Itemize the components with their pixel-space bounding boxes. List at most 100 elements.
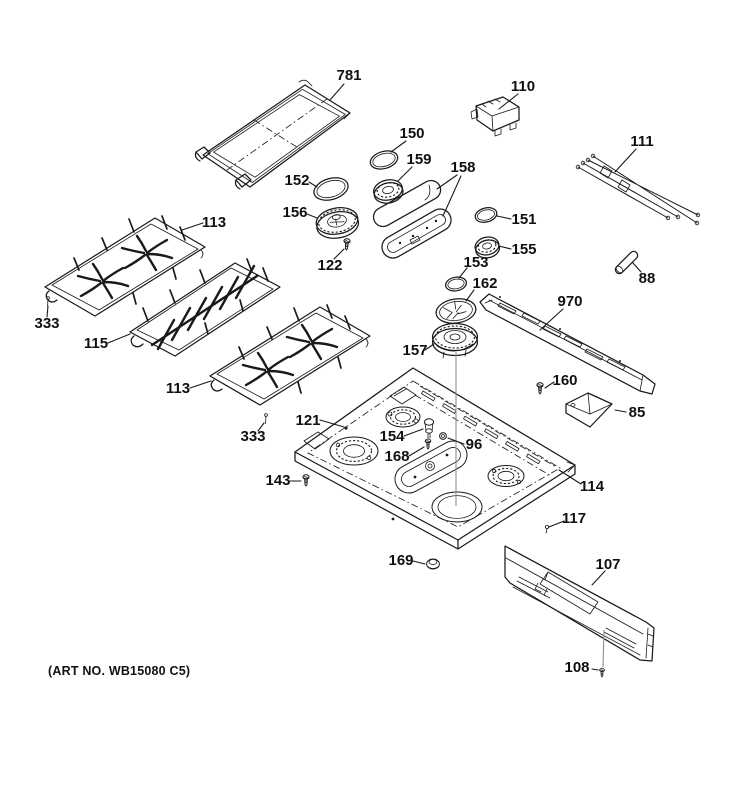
callout-114: 114	[558, 469, 605, 495]
svg-text:115: 115	[84, 335, 108, 352]
svg-text:114: 114	[580, 478, 605, 495]
svg-text:111: 111	[630, 133, 653, 150]
callout-111: 111	[614, 133, 654, 173]
part-160-screw	[536, 382, 544, 395]
svg-text:110: 110	[511, 78, 535, 95]
callout-152: 152	[284, 172, 318, 189]
svg-text:107: 107	[595, 556, 620, 573]
svg-text:96: 96	[466, 436, 483, 453]
callout-113b: 113	[166, 380, 212, 397]
svg-text:162: 162	[472, 275, 497, 292]
part-168-screw	[424, 438, 432, 450]
screw-drop-line	[602, 629, 605, 668]
callout-107: 107	[591, 556, 621, 586]
callout-121: 121	[295, 412, 345, 429]
svg-text:160: 160	[552, 372, 577, 389]
callout-157: 157	[402, 342, 435, 359]
part-cooktop-panel	[294, 367, 576, 550]
callout-162: 162	[465, 275, 498, 302]
part-157-burner-head	[431, 322, 479, 359]
part-108-screw	[599, 667, 605, 678]
part-970-vent-trim	[479, 293, 656, 395]
callouts: 781 110 111 150 159 158 152 156 122 151 …	[34, 67, 655, 676]
svg-text:333: 333	[34, 315, 59, 332]
part-159-burner-cap	[373, 179, 404, 204]
callout-151: 151	[496, 211, 537, 228]
svg-text:151: 151	[511, 211, 536, 228]
svg-text:158: 158	[450, 159, 475, 176]
callout-117: 117	[548, 510, 586, 528]
part-158-oval-burner-base	[381, 208, 452, 259]
part-115-grate-center	[129, 258, 281, 357]
callout-88: 88	[632, 262, 656, 287]
svg-text:152: 152	[284, 172, 309, 189]
part-150-seal-ring	[369, 150, 399, 170]
part-153-seal-ring	[444, 276, 468, 292]
svg-text:117: 117	[562, 510, 586, 527]
callout-160: 160	[544, 372, 578, 389]
svg-text:155: 155	[511, 241, 536, 258]
svg-text:156: 156	[282, 204, 307, 221]
callout-970: 970	[539, 293, 583, 331]
callout-150: 150	[390, 125, 425, 153]
svg-text:168: 168	[384, 448, 409, 465]
svg-text:108: 108	[564, 659, 589, 676]
callout-85: 85	[614, 404, 646, 421]
callout-158: 158	[436, 159, 476, 217]
part-169-cap-nut	[426, 558, 440, 570]
callout-169: 169	[388, 552, 426, 569]
svg-text:153: 153	[463, 254, 488, 271]
svg-text:333: 333	[240, 428, 265, 445]
part-156-burner-head	[315, 207, 360, 239]
part-162-flame-spreader	[435, 298, 477, 324]
part-113-grate-right	[208, 303, 372, 407]
svg-text:970: 970	[557, 293, 582, 310]
callout-154: 154	[379, 428, 424, 445]
part-85-bracket	[565, 392, 613, 428]
part-143-screw	[302, 474, 310, 487]
part-333-pin-right	[264, 413, 269, 424]
part-151-seal-ring	[474, 207, 498, 223]
callout-333a: 333	[34, 305, 60, 332]
svg-text:113: 113	[166, 380, 190, 397]
svg-text:159: 159	[406, 151, 431, 168]
part-110-spark-module	[470, 96, 520, 137]
callout-333b: 333	[240, 422, 266, 445]
callout-113a: 113	[181, 214, 226, 231]
callout-781: 781	[329, 67, 362, 101]
svg-text:143: 143	[265, 472, 290, 489]
callout-143: 143	[265, 472, 302, 489]
callout-155: 155	[498, 241, 537, 258]
part-88-spacer	[614, 250, 639, 275]
part-96-nut	[439, 432, 447, 440]
callout-156: 156	[282, 204, 318, 221]
part-111-wire-harness	[575, 153, 701, 226]
svg-text:781: 781	[336, 67, 361, 84]
svg-text:88: 88	[639, 270, 656, 287]
callout-115: 115	[84, 333, 131, 352]
svg-text:113: 113	[202, 214, 226, 231]
svg-text:85: 85	[629, 404, 646, 421]
svg-text:157: 157	[402, 342, 427, 359]
callout-122: 122	[317, 248, 345, 274]
callout-108: 108	[564, 659, 599, 676]
svg-text:169: 169	[388, 552, 413, 569]
callout-110: 110	[498, 78, 535, 110]
part-122-screw	[342, 238, 351, 251]
part-158-oval-burner-cap	[372, 179, 442, 228]
callout-96: 96	[447, 436, 483, 453]
part-107-front-panel	[504, 545, 655, 662]
part-117-pin	[545, 525, 550, 534]
callout-159: 159	[397, 151, 432, 182]
part-152-seal-ring	[313, 177, 349, 201]
part-781-griddle	[194, 79, 351, 190]
svg-text:122: 122	[317, 257, 342, 274]
callout-153: 153	[458, 254, 489, 279]
art-number: (ART NO. WB15080 C5)	[48, 664, 190, 678]
svg-text:150: 150	[399, 125, 424, 142]
svg-text:121: 121	[295, 412, 320, 429]
callout-168: 168	[384, 446, 425, 465]
part-154-igniter	[423, 418, 435, 439]
